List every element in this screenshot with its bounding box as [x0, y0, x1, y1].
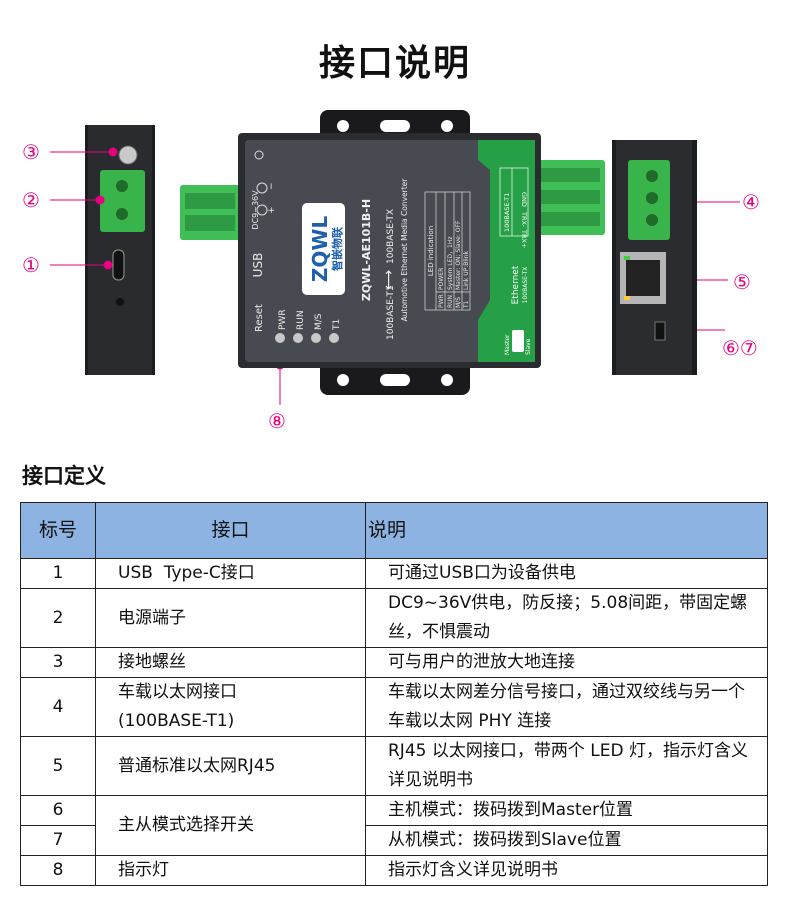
- svg-text:LED indication: LED indication: [427, 226, 435, 276]
- svg-text:GND: GND: [520, 192, 528, 207]
- plus-marking: +: [267, 206, 277, 214]
- led-label-ms: M/S: [314, 313, 324, 330]
- led-indication-table: [424, 191, 471, 311]
- led-pwr: [275, 333, 285, 343]
- cell-no: 4: [20, 677, 96, 737]
- cell-name: 电源端子: [95, 588, 366, 648]
- header-interface: 接口: [95, 502, 366, 559]
- device-top-view: DC9~36V − + USB Reset PWR RUN M/S T1 ZQW…: [180, 110, 605, 395]
- callout-4: ④: [742, 190, 760, 214]
- table-row: 7 从机模式：拨码拨到Slave位置: [20, 825, 768, 856]
- cell-desc: RJ45 以太网接口，带两个 LED 灯，指示灯含义详见说明书: [365, 736, 768, 796]
- led-label-t1: T1: [332, 319, 342, 331]
- svg-text:ZQWL: ZQWL: [308, 216, 332, 283]
- brand-logo: [302, 203, 345, 295]
- led-run: [293, 333, 303, 343]
- led-ms: [311, 333, 321, 343]
- cell-desc: 主机模式：拨码拨到Master位置: [365, 795, 768, 826]
- cell-no: 5: [20, 736, 96, 796]
- cell-name: 车载以太网接口(100BASE-T1): [95, 677, 366, 737]
- cell-no: 7: [20, 825, 96, 856]
- svg-text:System LED，1Hz: System LED，1Hz: [447, 236, 454, 290]
- cell-no: 1: [20, 558, 96, 589]
- cell-no: 6: [20, 795, 96, 826]
- cell-name: 普通标准以太网RJ45: [95, 736, 366, 796]
- callout-8: ⑧: [268, 409, 286, 433]
- cell-name: 指示灯: [95, 855, 366, 886]
- led-t1: [329, 333, 339, 343]
- reset-label: Reset: [254, 304, 265, 332]
- svg-text:Link UP:Blink: Link UP:Blink: [463, 251, 470, 290]
- ethernet-label: Ethernet: [511, 265, 521, 304]
- minus-marking: −: [267, 182, 277, 190]
- header-description: 说明: [365, 502, 768, 559]
- cell-name: 接地螺丝: [95, 647, 366, 678]
- callout-6-7: ⑥⑦: [722, 336, 758, 360]
- cell-desc: DC9~36V供电，防反接；5.08间距，带固定螺丝，不惧震动: [365, 588, 768, 648]
- master-slave-switch: [512, 330, 524, 352]
- cell-desc: 可通过USB口为设备供电: [365, 558, 768, 589]
- callout-5: ⑤: [733, 270, 751, 294]
- svg-text:TRX+: TRX+: [520, 229, 528, 248]
- right-side-view: [612, 140, 697, 375]
- cell-desc: 从机模式：拨码拨到Slave位置: [365, 825, 768, 856]
- slave-label: Slave: [525, 338, 532, 355]
- page-title: 接口说明: [318, 43, 471, 84]
- svg-text:100BASE-TX: 100BASE-TX: [522, 267, 529, 304]
- section-title: 接口定义: [22, 464, 106, 488]
- cell-desc: 车载以太网差分信号接口，通过双绞线与另一个车载以太网 PHY 连接: [365, 677, 768, 737]
- svg-text:M/S: M/S: [455, 297, 462, 308]
- dip-switch-icon: [654, 321, 666, 341]
- cell-no: 8: [20, 855, 96, 886]
- usb-c-port-icon: [112, 249, 125, 281]
- callout-2: ②: [22, 188, 40, 212]
- cell-desc: 指示灯含义详见说明书: [365, 855, 768, 886]
- product-figure: ③ ② ① ④ ⑤ ⑥⑦ ⑧ DC9~36V − + USB Reset PWR…: [22, 110, 760, 433]
- led-label-run: RUN: [296, 310, 306, 330]
- svg-text:PWR: PWR: [438, 294, 445, 308]
- master-label: Master: [504, 334, 511, 355]
- conv-right: 100BASE-TX: [386, 209, 396, 264]
- ground-screw-icon: [118, 145, 138, 165]
- cell-no: 2: [20, 588, 96, 648]
- svg-text:Master: ON; Slave: OFF: Master: ON; Slave: OFF: [455, 220, 462, 290]
- svg-text:POWER: POWER: [438, 268, 445, 290]
- callout-1: ①: [22, 253, 40, 277]
- power-terminal: [100, 170, 145, 232]
- power-marking: DC9~36V: [251, 190, 260, 230]
- callout-3: ③: [22, 140, 40, 164]
- svg-text:RUN: RUN: [447, 295, 454, 308]
- led-label-pwr: PWR: [278, 309, 288, 330]
- header-no: 标号: [20, 502, 96, 559]
- device-subtitle: Automotive Ethernet Media Converter: [400, 178, 409, 322]
- cell-name: 主从模式选择开关: [95, 795, 366, 856]
- cell-name: USB Type-C接口: [95, 558, 366, 589]
- svg-text:TRX-: TRX-: [520, 211, 528, 228]
- cell-desc: 可与用户的泄放大地连接: [365, 647, 768, 678]
- left-side-view: [85, 125, 155, 375]
- svg-text:智嵌物联: 智嵌物联: [330, 227, 344, 271]
- cell-no: 3: [20, 647, 96, 678]
- model-label: ZQWL-AE101B-H: [360, 199, 373, 301]
- usb-label: USB: [251, 253, 265, 278]
- bidirectional-arrow-icon: ⟷: [381, 270, 397, 290]
- t1-label: 100BASE-T1: [503, 193, 511, 232]
- table-header-row: 标号 接口 说明: [20, 502, 768, 559]
- svg-text:T1: T1: [463, 300, 470, 309]
- conv-left: 100BASE-T1: [386, 285, 396, 340]
